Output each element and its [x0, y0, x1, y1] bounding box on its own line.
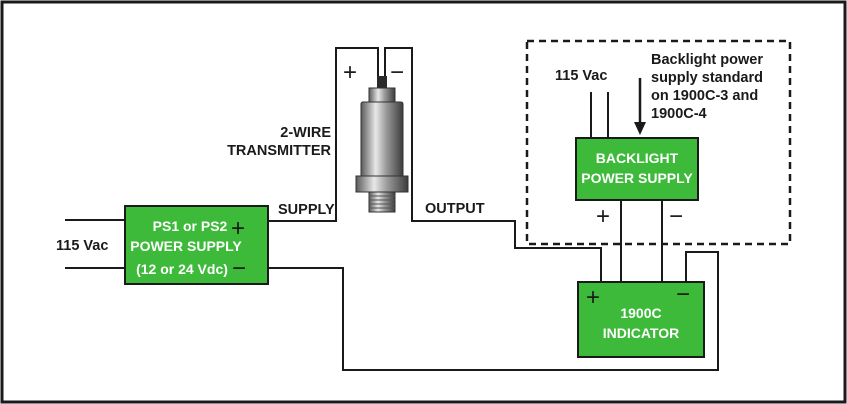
backlight-minus-sign: −	[669, 203, 683, 230]
backlight-label-line1: BACKLIGHT	[596, 150, 679, 166]
backlight-note-line2: supply standard	[651, 70, 763, 86]
return-wire	[268, 251, 719, 371]
power-supply-label-line3: (12 or 24 Vdc)	[136, 261, 228, 277]
backlight-note-line3: on 1900C-3 and	[651, 88, 758, 104]
power-supply-box: PS1 or PS2 POWER SUPPLY (12 or 24 Vdc) +…	[124, 205, 269, 285]
backlight-note-line1: Backlight power	[651, 52, 763, 68]
transmitter-minus-sign: −	[390, 59, 404, 86]
power-supply-plus-sign: +	[231, 215, 245, 242]
transmitter-plus-sign: +	[343, 59, 357, 86]
note-arrow-head	[634, 122, 646, 135]
power-supply-label-line1: PS1 or PS2	[153, 218, 228, 234]
backlight-ac-label: 115 Vac	[555, 68, 607, 84]
indicator-label-line2: INDICATOR	[603, 325, 679, 341]
transmitter-label-line1: 2-WIRE	[280, 125, 331, 141]
indicator-plus-sign: +	[586, 284, 600, 311]
backlight-power-supply-box: BACKLIGHT POWER SUPPLY	[575, 137, 699, 201]
backlight-option-enclosure	[525, 39, 792, 246]
left-ac-label: 115 Vac	[56, 238, 108, 254]
indicator-label-line1: 1900C	[620, 305, 661, 321]
output-wire	[384, 47, 602, 290]
power-supply-label-line2: POWER SUPPLY	[130, 238, 242, 254]
transmitter-icon	[355, 76, 409, 213]
supply-label: SUPPLY	[278, 202, 335, 218]
backlight-plus-sign: +	[596, 203, 610, 230]
backlight-note-line4: 1900C-4	[651, 106, 707, 122]
indicator-box: 1900C INDICATOR + −	[577, 281, 705, 358]
supply-wire	[268, 47, 379, 222]
backlight-label-line2: POWER SUPPLY	[581, 170, 693, 186]
indicator-minus-sign: −	[676, 281, 690, 308]
power-supply-minus-sign: −	[232, 255, 246, 282]
output-label: OUTPUT	[425, 201, 485, 217]
transmitter-label-line2: TRANSMITTER	[227, 143, 331, 159]
